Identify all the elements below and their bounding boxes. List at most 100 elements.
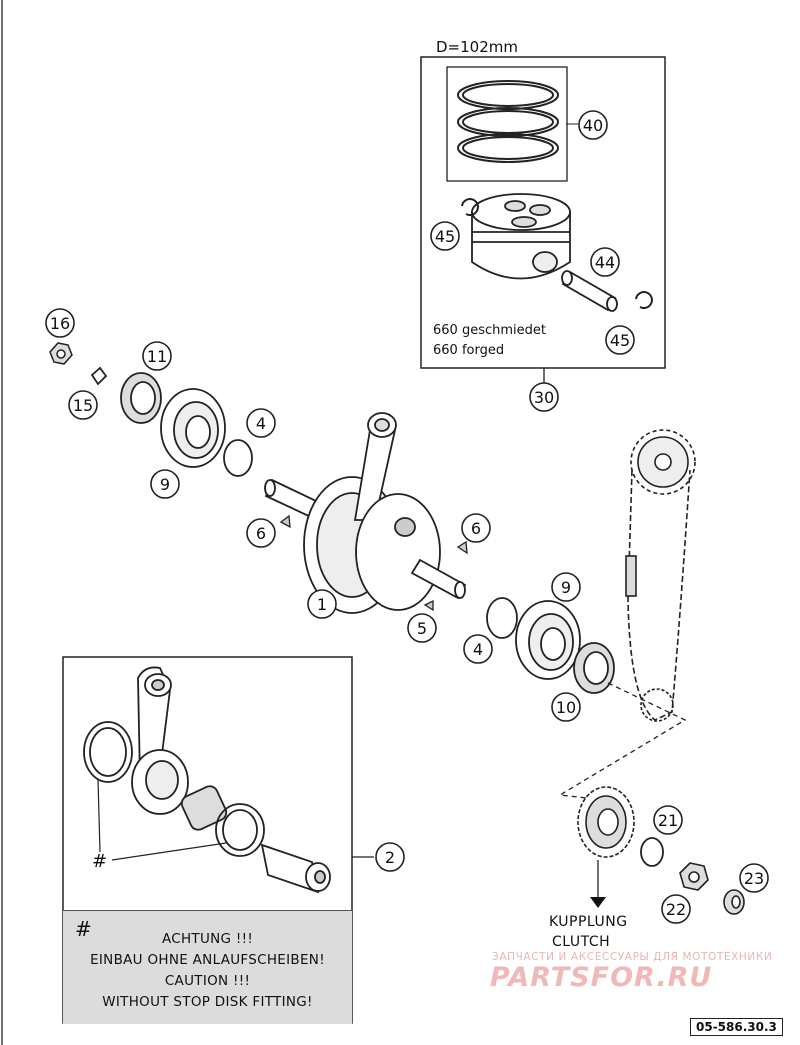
callout-circle (142, 341, 172, 371)
callout-circle (246, 518, 276, 548)
callout-number: 6 (256, 524, 266, 543)
callout-45: 45 (430, 221, 460, 251)
callout-number: 22 (666, 900, 686, 919)
warning-hash: # (75, 917, 92, 941)
warning-line: WITHOUT STOP DISK FITTING! (102, 994, 313, 1010)
callout-9: 9 (150, 469, 180, 499)
callout-circle (307, 589, 337, 619)
hash-leader-lines (97, 779, 227, 861)
callout-circle (529, 382, 559, 412)
reference-code: 05-586.30.3 (690, 1018, 783, 1036)
callout-circle (590, 247, 620, 277)
callout-number: 2 (385, 848, 395, 867)
callout-6: 6 (461, 513, 491, 543)
lock-washer (90, 366, 108, 386)
piston-kit-frame (420, 56, 666, 369)
washer-21 (640, 837, 664, 867)
nut-23 (723, 889, 745, 915)
callout-number: 5 (417, 619, 427, 638)
callout-number: 16 (50, 314, 70, 333)
piston-pin (561, 270, 618, 312)
warning-box: # ACHTUNG !!! EINBAU OHNE ANLAUFSCHEIBEN… (63, 910, 352, 1024)
callout-circle (150, 469, 180, 499)
callout-circle (551, 692, 581, 722)
shaft-seal-left (120, 372, 162, 424)
piston (471, 193, 571, 280)
callout-circle (461, 513, 491, 543)
callout-circle (430, 221, 460, 251)
callout-circle (407, 613, 437, 643)
circlip-lower (635, 291, 653, 310)
clutch-label-german: KUPPLUNG (549, 914, 628, 930)
key-5 (423, 599, 434, 612)
warning-line: EINBAU OHNE ANLAUFSCHEIBEN! (90, 952, 325, 968)
nut (49, 342, 73, 365)
callout-number: 4 (256, 414, 266, 433)
callout-44: 44 (590, 247, 620, 277)
callout-circle (45, 308, 75, 338)
callout-circle (661, 894, 691, 924)
callout-16: 16 (45, 308, 75, 338)
callout-number: 40 (583, 116, 603, 135)
bearing-right (515, 600, 581, 680)
shim-left (223, 439, 253, 477)
callout-9: 9 (551, 572, 581, 602)
callout-2: 2 (375, 842, 405, 872)
callout-45: 45 (605, 325, 635, 355)
callout-1: 1 (307, 589, 337, 619)
callout-5: 5 (407, 613, 437, 643)
watermark-logo: PARTSFOR.RU (490, 962, 713, 993)
clutch-label-english: CLUTCH (552, 934, 611, 950)
piston-rings (457, 80, 559, 163)
callout-number: 4 (473, 640, 483, 659)
callout-30: 30 (529, 382, 559, 412)
shim-right (486, 597, 518, 639)
warning-line: CAUTION !!! (164, 973, 251, 989)
callout-number: 21 (658, 811, 678, 830)
watermark-tagline: ЗАПЧАСТИ И АКСЕССУАРЫ ДЛЯ МОТОТЕХНИКИ (492, 951, 773, 963)
callout-circle (551, 572, 581, 602)
callout-circle (578, 110, 608, 140)
clutch-arrow (590, 897, 606, 908)
callout-4: 4 (463, 634, 493, 664)
timing-chain (625, 429, 696, 722)
callout-circle (605, 325, 635, 355)
piston-note-english: 660 forged (433, 343, 505, 358)
callout-circle (375, 842, 405, 872)
callout-40: 40 (578, 110, 608, 140)
conrod-assembly (83, 666, 331, 894)
callout-number: 23 (744, 869, 764, 888)
callout-number: 44 (595, 253, 615, 272)
piston-note-german: 660 geschmiedet (433, 323, 546, 338)
callout-number: 1 (317, 595, 327, 614)
bore-dimension-label: D=102mm (436, 38, 518, 56)
callout-15: 15 (68, 390, 98, 420)
callout-21: 21 (653, 805, 683, 835)
callout-circle (739, 863, 769, 893)
callout-number: 30 (534, 388, 554, 407)
hash-mark: # (92, 851, 108, 872)
callout-circle (463, 634, 493, 664)
callout-22: 22 (661, 894, 691, 924)
callout-number: 6 (471, 519, 481, 538)
primary-gear (577, 786, 635, 858)
shaft-seal-right (573, 642, 615, 694)
warning-line: ACHTUNG !!! (161, 931, 254, 947)
callout-circle (246, 408, 276, 438)
callout-number: 11 (147, 347, 167, 366)
callout-6: 6 (246, 518, 276, 548)
callout-23: 23 (739, 863, 769, 893)
callout-circle (653, 805, 683, 835)
connection-line (558, 682, 687, 801)
callout-10: 10 (551, 692, 581, 722)
callout-number: 45 (435, 227, 455, 246)
woodruff-key-left (279, 514, 291, 529)
crankshaft (264, 412, 467, 614)
callout-number: 10 (556, 698, 576, 717)
circlip-upper (461, 198, 479, 217)
woodruff-key-right (456, 540, 468, 555)
bearing-left (160, 388, 226, 468)
callout-number: 45 (610, 331, 630, 350)
